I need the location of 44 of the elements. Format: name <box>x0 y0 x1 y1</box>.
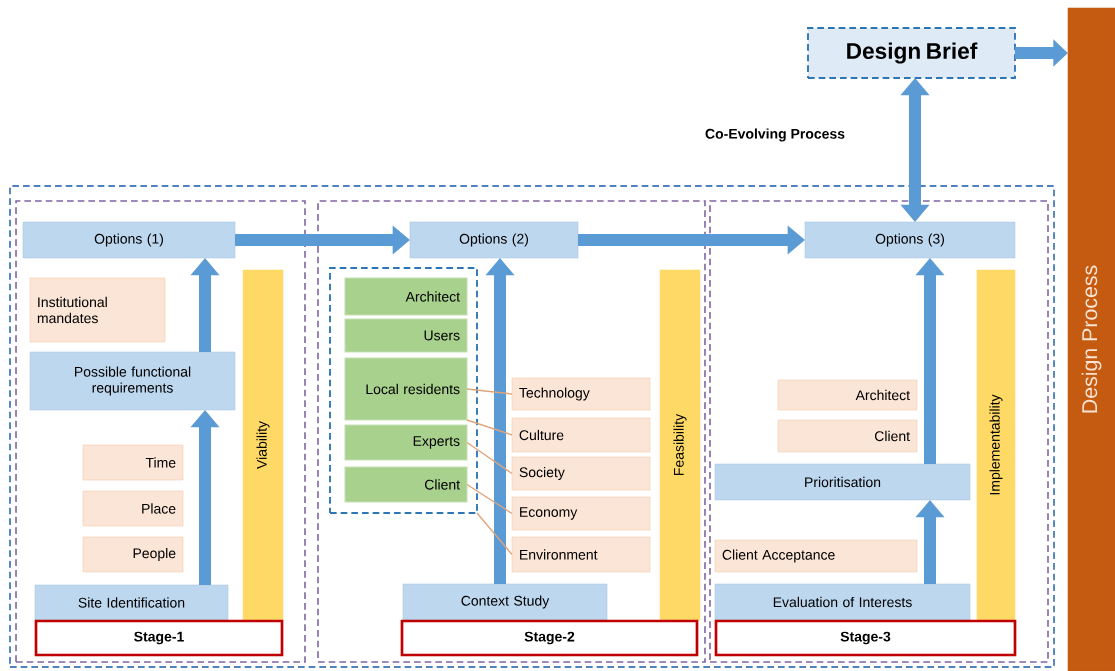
stage-frame <box>15 200 306 663</box>
stakeholder-box: Experts <box>344 424 468 461</box>
process-box: Context Study <box>402 583 608 621</box>
factor-box: Architect <box>777 379 918 411</box>
connector-line <box>466 483 513 515</box>
stage-box: Stage-1 <box>34 619 284 657</box>
factor-box: Time <box>82 444 184 481</box>
factor-box: Culture <box>511 417 651 453</box>
process-box: Options (3) <box>804 221 1016 259</box>
factor-box: Client <box>777 419 918 453</box>
factor-box: Society <box>511 456 651 491</box>
factor-box: Client Acceptance <box>714 539 918 573</box>
criterion-bar: Feasibility <box>659 269 701 621</box>
connector-line <box>476 512 513 556</box>
dashed-frame <box>9 185 1055 668</box>
stage-frame <box>317 200 706 663</box>
factor-box: Institutional mandates <box>29 277 166 343</box>
edge-label: Co-Evolving Process <box>703 127 847 143</box>
factor-box: People <box>82 536 184 573</box>
process-box: Options (1) <box>22 221 236 259</box>
group-frame <box>329 267 478 514</box>
connector-line <box>466 388 513 395</box>
process-bar: Design Process <box>1067 7 1115 671</box>
factor-box: Technology <box>511 377 651 411</box>
process-box: Options (2) <box>409 221 579 259</box>
factor-box: Economy <box>511 496 651 531</box>
design-brief-box: Design Brief <box>807 27 1016 79</box>
stakeholder-box: Client <box>344 466 468 503</box>
factor-box: Place <box>82 490 184 527</box>
criterion-bar: Viability <box>242 269 284 621</box>
criterion-bar: Implementability <box>976 269 1016 621</box>
connector-line <box>466 419 513 436</box>
stakeholder-box: Local residents <box>344 357 468 421</box>
connector-line <box>466 441 513 475</box>
process-box: Site Identification <box>34 584 229 621</box>
stage-frame <box>709 200 1049 663</box>
process-box: Possible functional requirements <box>29 351 236 411</box>
stakeholder-box: Architect <box>344 277 468 316</box>
stage-box: Stage-3 <box>714 619 1017 657</box>
stage-box: Stage-2 <box>400 619 699 657</box>
process-box: Prioritisation <box>714 463 971 501</box>
stakeholder-box: Users <box>344 318 468 353</box>
factor-box: Environment <box>511 536 651 573</box>
process-box: Evaluation of Interests <box>714 583 971 621</box>
